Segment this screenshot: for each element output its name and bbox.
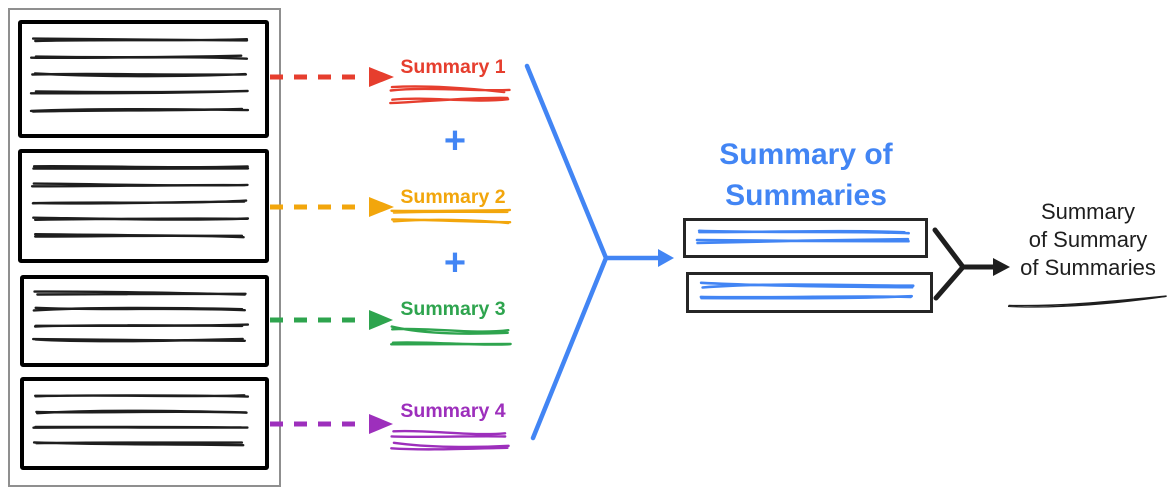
document-box-2	[18, 149, 269, 263]
summary-1-scribble	[389, 85, 511, 105]
final-summary-line-3: of Summaries	[1020, 255, 1156, 280]
document-box-3	[20, 275, 269, 367]
summary-of-summaries-box-2	[686, 272, 933, 313]
plus-sign-2: +	[443, 242, 467, 284]
final-summary-label: Summary of Summary of Summaries	[1003, 198, 1170, 282]
summary-3-scribble	[390, 325, 512, 346]
final-summary-line-1: Summary	[1040, 199, 1136, 224]
source-documents-panel	[8, 8, 281, 487]
summary-2-label: Summary 2	[400, 186, 506, 208]
summary-3-label: Summary 3	[400, 298, 506, 320]
document-1-text-scribble	[29, 37, 250, 113]
summary-4-scribble	[390, 429, 510, 451]
final-summary-underline-scribble	[1008, 295, 1167, 308]
plus-sign-1: +	[443, 120, 467, 162]
summary-1-label: Summary 1	[400, 56, 506, 78]
summary-of-summaries-box-1	[683, 218, 928, 258]
merge-arrowhead-blue	[658, 249, 674, 267]
dashed-arrow-document-4	[270, 414, 393, 434]
document-box-1	[18, 20, 269, 138]
dashed-arrow-document-1	[270, 67, 394, 87]
final-summary-line-2: of Summary	[1028, 227, 1148, 252]
document-4-text-scribble	[32, 394, 250, 447]
document-3-text-scribble	[32, 290, 250, 343]
summary-4-label: Summary 4	[400, 400, 506, 422]
dashed-arrow-document-2	[270, 197, 394, 217]
merge-bracket-black	[932, 227, 1010, 301]
summary-of-summaries-scribble-1	[695, 229, 910, 245]
dashed-arrow-document-3	[270, 310, 393, 330]
merge-bracket-blue	[524, 63, 674, 441]
document-2-text-scribble	[30, 165, 250, 239]
document-box-4	[20, 377, 269, 470]
summary-2-scribble	[390, 208, 512, 225]
summary-of-summaries-scribble-2	[699, 281, 915, 300]
summary-of-summaries-title: Summary of Summaries	[719, 138, 893, 212]
